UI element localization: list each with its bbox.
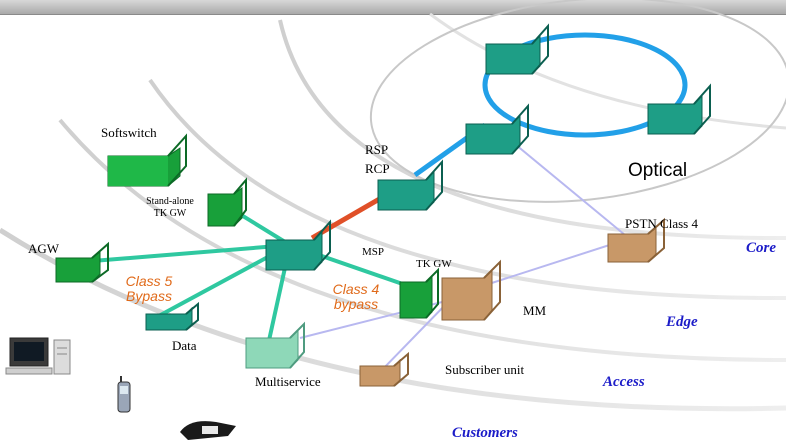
class5-bypass-label: Class 5 Bypass xyxy=(125,273,173,304)
data-node xyxy=(145,301,199,331)
softswitch-node xyxy=(107,133,187,187)
optical-label: Optical xyxy=(628,160,688,181)
msp-label: MSP xyxy=(362,246,385,258)
agw-label: AGW xyxy=(28,241,60,256)
data-label: Data xyxy=(172,338,197,353)
pstn-class4-label: PSTN Class 4 xyxy=(625,216,698,231)
pstn-class4-node xyxy=(607,217,665,263)
edge-tier-arc xyxy=(148,78,786,301)
core-outer-arc xyxy=(429,12,786,130)
agw-node xyxy=(55,241,109,283)
computer-icon xyxy=(5,337,71,375)
subscriber-unit-label: Subscriber unit xyxy=(445,362,525,377)
rcp-label: RCP xyxy=(365,161,390,176)
mm-node xyxy=(441,259,501,321)
desk-phone-icon xyxy=(180,421,236,440)
rcp-node xyxy=(377,159,443,211)
tkgw-node xyxy=(399,267,439,319)
multiservice-node xyxy=(245,321,305,369)
access-tier-label: Access xyxy=(603,374,645,390)
optical-ring xyxy=(482,32,688,138)
class4-bypass-label: Class 4 bypass xyxy=(332,281,380,312)
optical-node-left xyxy=(465,103,529,155)
rsp-label: RSP xyxy=(365,142,389,157)
core-tier-label: Core xyxy=(746,240,776,256)
mm-label: MM xyxy=(523,303,547,318)
subscriber-unit-node xyxy=(359,351,409,387)
edge-tier-label: Edge xyxy=(666,314,698,330)
customers-tier-label: Customers xyxy=(452,425,518,441)
optical-node-right xyxy=(647,83,711,135)
optical-ellipse xyxy=(369,0,786,203)
mobile-phone-icon xyxy=(117,376,131,413)
multiservice-label: Multiservice xyxy=(255,374,321,389)
pstn-links xyxy=(299,129,626,373)
tkgw-label: TK GW xyxy=(416,258,452,270)
standalone-tkgw-label: Stand-alone TK GW xyxy=(146,196,194,219)
softswitch-label: Softswitch xyxy=(101,125,157,140)
central-router-node xyxy=(265,219,331,271)
optical-node-top xyxy=(485,23,549,75)
top-bar xyxy=(0,0,786,15)
standalone-tkgw-node xyxy=(207,177,247,227)
